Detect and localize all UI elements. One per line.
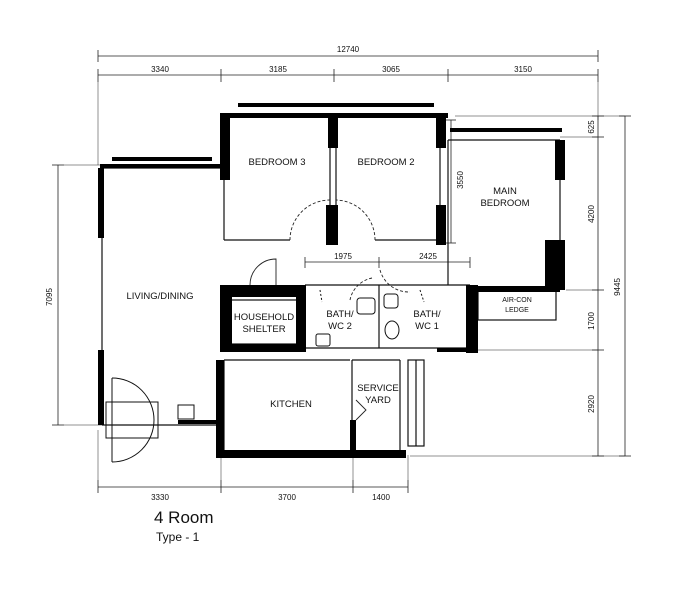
- door-swings: [249, 199, 411, 421]
- dim-top-4: 3150: [514, 65, 532, 74]
- room-bedroom-2: BEDROOM 2: [357, 157, 414, 168]
- dim-right-3: 1700: [587, 312, 596, 330]
- dim-right-2: 4200: [587, 205, 596, 223]
- room-kitchen: KITCHEN: [270, 399, 312, 410]
- room-bath-wc1-line2: WC 1: [415, 321, 439, 332]
- room-service-yard-line2: YARD: [365, 395, 391, 406]
- dimension-lines: [52, 50, 631, 493]
- interior-walls: [101, 118, 561, 452]
- plan-title: 4 Room: [154, 508, 214, 527]
- room-aircon-ledge-line1: AIR-CON: [502, 297, 532, 304]
- dim-bottom-2: 3700: [278, 493, 296, 502]
- structural-walls: [98, 103, 565, 458]
- room-bath-wc1-line1: BATH/: [413, 309, 441, 320]
- dim-top-1: 3340: [151, 65, 169, 74]
- room-living-dining: LIVING/DINING: [126, 291, 193, 302]
- room-main-bedroom-line2: BEDROOM: [480, 198, 529, 209]
- room-household-shelter-line1: HOUSEHOLD: [234, 312, 294, 323]
- dim-right-total: 9445: [613, 278, 622, 296]
- room-household-shelter-line2: SHELTER: [242, 324, 285, 335]
- dim-bottom-1: 3330: [151, 493, 169, 502]
- dim-right-4: 2920: [587, 395, 596, 413]
- dim-inner-bath2: 1975: [334, 252, 352, 261]
- bathroom-fixtures: [315, 289, 425, 347]
- room-labels: BEDROOM 3 BEDROOM 2 MAIN BEDROOM LIVING/…: [126, 157, 531, 410]
- plan-subtitle: Type - 1: [156, 530, 200, 544]
- room-aircon-ledge-line2: LEDGE: [505, 307, 529, 314]
- dim-top-2: 3185: [269, 65, 287, 74]
- dim-top-3: 3065: [382, 65, 400, 74]
- dim-right-1: 625: [587, 120, 596, 134]
- dimension-labels: 12740 3340 3185 3065 3150 3330 3700 1400…: [45, 45, 622, 502]
- dim-inner-bedroom-depth: 3550: [456, 171, 465, 189]
- dim-inner-bath1: 2425: [419, 252, 437, 261]
- room-main-bedroom-line1: MAIN: [493, 186, 517, 197]
- room-bath-wc2-line1: BATH/: [326, 309, 354, 320]
- dim-left-1: 7095: [45, 288, 54, 306]
- dim-top-total: 12740: [337, 45, 360, 54]
- main-entrance-door: [105, 377, 195, 463]
- dim-bottom-3: 1400: [372, 493, 390, 502]
- room-bath-wc2-line2: WC 2: [328, 321, 352, 332]
- room-service-yard-line1: SERVICE: [357, 383, 399, 394]
- room-bedroom-3: BEDROOM 3: [248, 157, 305, 168]
